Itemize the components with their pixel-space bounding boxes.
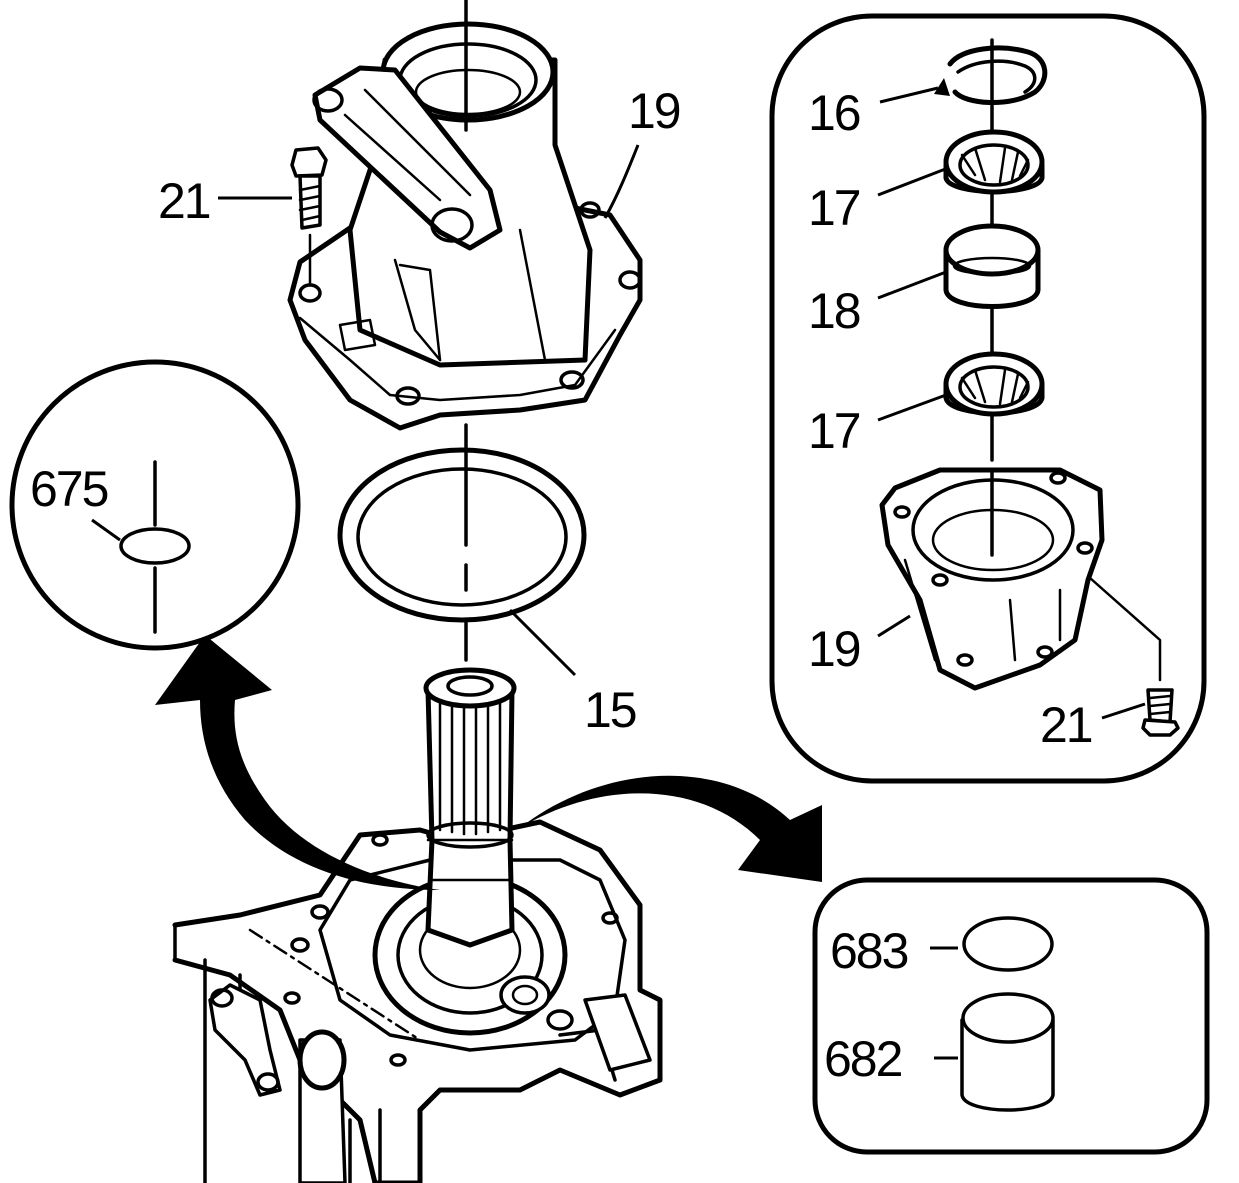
callout-15: 15 — [584, 682, 636, 738]
inset-panel-bearings — [769, 13, 1207, 784]
callout-17-lower: 17 — [808, 403, 860, 459]
callout-683: 683 — [830, 923, 908, 979]
callout-19-inset: 19 — [808, 621, 860, 677]
callout-682: 682 — [824, 1031, 902, 1087]
arrow-to-detail-675 — [155, 635, 440, 890]
output-shaft — [423, 667, 517, 948]
callout-675: 675 — [30, 461, 108, 517]
callout-labels: 21 19 15 675 16 17 18 17 19 21 683 682 — [30, 83, 1094, 1087]
inset-panel-seals — [812, 877, 1210, 1155]
detail-circle-675 — [9, 359, 301, 651]
bolt-21-top — [290, 146, 328, 287]
callout-17-upper: 17 — [808, 180, 860, 236]
callout-18: 18 — [808, 283, 860, 339]
callout-16: 16 — [808, 85, 860, 141]
arrow-to-detail-682-683 — [520, 775, 822, 882]
extension-housing — [287, 0, 643, 431]
transfer-case-housing — [172, 819, 663, 1183]
callout-19-top: 19 — [628, 83, 680, 139]
callout-21-inset: 21 — [1040, 697, 1092, 753]
main-leader-lines — [218, 144, 640, 677]
callout-21-top: 21 — [158, 173, 210, 229]
o-ring-15 — [337, 447, 587, 623]
